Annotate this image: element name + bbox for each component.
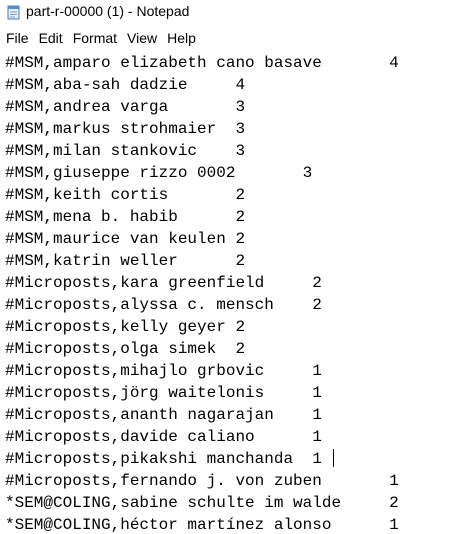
text-line: #MSM,maurice van keulen 2 bbox=[5, 230, 246, 248]
text-line: #MSM,keith cortis 2 bbox=[5, 186, 246, 204]
notepad-icon bbox=[7, 5, 20, 20]
text-line: #Microposts,alyssa c. mensch 2 bbox=[5, 296, 322, 314]
text-line: *SEM@COLING,héctor martínez alonso 1 bbox=[5, 516, 399, 534]
title-bar[interactable]: part-r-00000 (1) - Notepad bbox=[0, 0, 464, 24]
text-line: #Microposts,davide caliano 1 bbox=[5, 428, 322, 446]
text-cursor bbox=[333, 449, 334, 467]
text-line: #MSM,amparo elizabeth cano basave 4 bbox=[5, 54, 399, 72]
menu-format[interactable]: Format bbox=[72, 30, 118, 46]
window-title: part-r-00000 (1) - Notepad bbox=[26, 3, 190, 19]
text-editor[interactable]: #MSM,amparo elizabeth cano basave 4 #MSM… bbox=[0, 50, 464, 534]
menu-file[interactable]: File bbox=[6, 30, 29, 46]
text-line: #MSM,aba-sah dadzie 4 bbox=[5, 76, 246, 94]
menu-view[interactable]: View bbox=[127, 30, 158, 46]
text-line: #Microposts,mihajlo grbovic 1 bbox=[5, 362, 322, 380]
text-line: *SEM@COLING,sabine schulte im walde 2 bbox=[5, 494, 399, 512]
text-line: #MSM,milan stankovic 3 bbox=[5, 142, 246, 160]
text-line: #MSM,markus strohmaier 3 bbox=[5, 120, 246, 138]
text-line: #Microposts,olga simek 2 bbox=[5, 340, 246, 358]
text-line: #MSM,mena b. habib 2 bbox=[5, 208, 246, 226]
text-line: #Microposts,fernando j. von zuben 1 bbox=[5, 472, 399, 490]
menu-help[interactable]: Help bbox=[167, 30, 196, 46]
text-line: #Microposts,pikakshi manchanda 1 bbox=[5, 450, 322, 468]
text-line: #MSM,giuseppe rizzo 0002 3 bbox=[5, 164, 313, 182]
text-line: #Microposts,jörg waitelonis 1 bbox=[5, 384, 322, 402]
text-line: #Microposts,ananth nagarajan 1 bbox=[5, 406, 322, 424]
text-line: #MSM,andrea varga 3 bbox=[5, 98, 246, 116]
text-line: #Microposts,kara greenfield 2 bbox=[5, 274, 322, 292]
menu-bar: File Edit Format View Help bbox=[0, 27, 464, 49]
text-line: #Microposts,kelly geyer 2 bbox=[5, 318, 246, 336]
menu-edit[interactable]: Edit bbox=[38, 30, 63, 46]
text-content: #MSM,amparo elizabeth cano basave 4 #MSM… bbox=[5, 52, 399, 534]
text-line: #MSM,katrin weller 2 bbox=[5, 252, 246, 270]
